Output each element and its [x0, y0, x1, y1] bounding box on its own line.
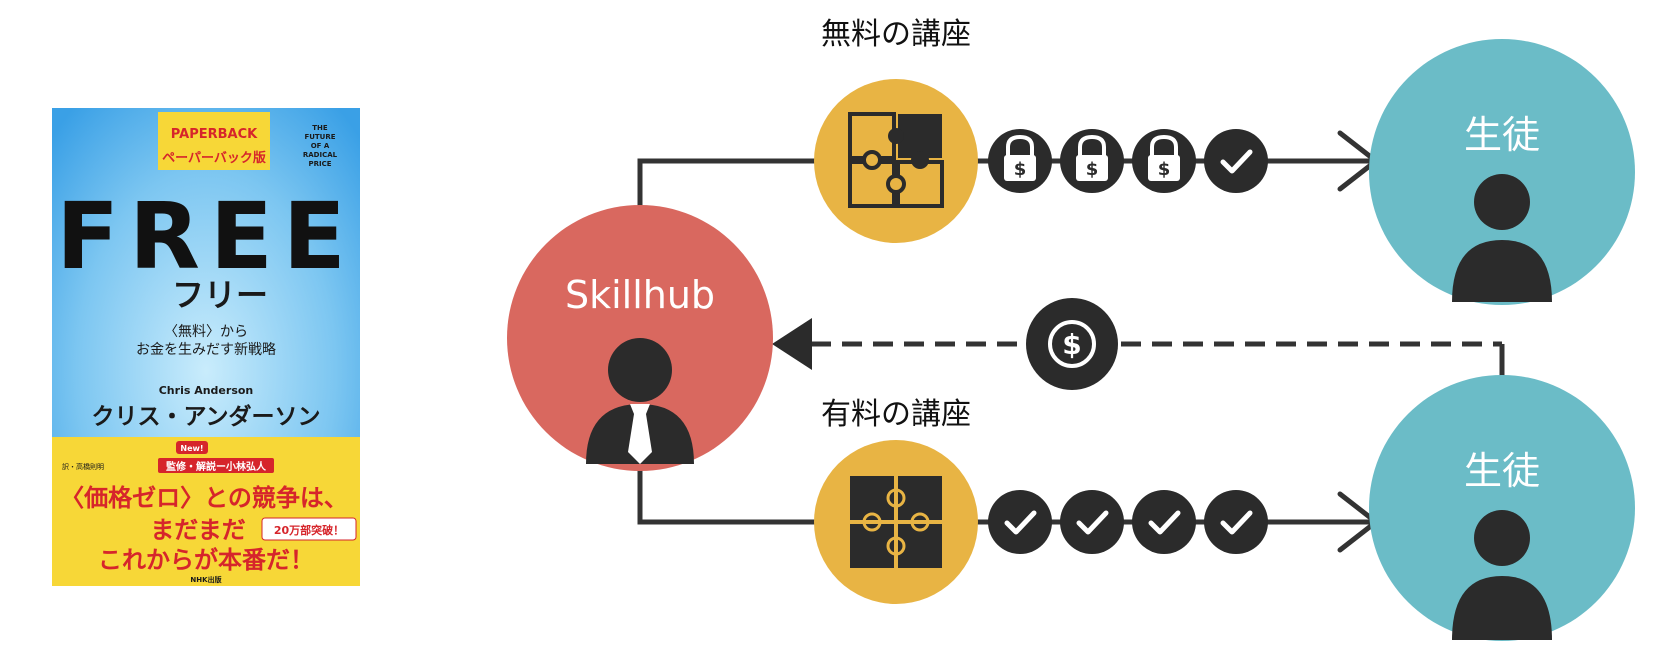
student-label: 生徒 — [1464, 113, 1540, 157]
book-tagline-line1: 〈価格ゼロ〉との競争は、 — [60, 484, 348, 512]
book-side-text-line: OF A — [311, 142, 330, 150]
paid-course-label: 有料の講座 — [821, 397, 971, 432]
book-sales-badge: 20万部突破！ — [274, 523, 344, 537]
book-side-text-line: RADICAL — [303, 151, 338, 159]
book-author-ja: クリス・アンダーソン — [91, 403, 320, 430]
student-label: 生徒 — [1464, 449, 1540, 493]
check-icon — [1132, 490, 1196, 554]
svg-text:$: $ — [1014, 159, 1027, 180]
person-icon — [1452, 510, 1552, 640]
person-icon — [1452, 174, 1552, 302]
book-subtitle-line2: お金を生みだす新戦略 — [136, 342, 276, 358]
check-icon — [1060, 490, 1124, 554]
book-title: FREE — [56, 183, 355, 290]
paid-course-connector — [637, 462, 818, 525]
student-circle — [1369, 375, 1635, 641]
book-badge-top: PAPERBACK — [171, 127, 258, 142]
arrow-left-icon — [772, 318, 812, 370]
free-course-connector — [637, 158, 818, 212]
book-side-text-line: THE — [312, 124, 328, 132]
lock-dollar-icon: $ — [988, 129, 1052, 193]
svg-text:$: $ — [1086, 159, 1099, 180]
student-node-top: 生徒 — [1369, 39, 1635, 305]
book-badge-bottom: ペーパーバック版 — [162, 150, 266, 166]
book-publisher: NHK出版 — [190, 575, 221, 584]
student-circle — [1369, 39, 1635, 305]
dollar-coin-icon: $ — [1026, 298, 1118, 390]
book-subtitle-line1: 〈無料〉から — [164, 324, 248, 340]
free-course-markers: $ $ $ — [988, 129, 1268, 193]
student-node-bottom: 生徒 — [1369, 375, 1635, 641]
provider-node: Skillhub — [507, 205, 773, 471]
book-translator: 訳・高橋則明 — [62, 462, 104, 471]
book-side-text-line: PRICE — [308, 160, 331, 168]
puzzle-icon — [848, 112, 944, 208]
paid-course-markers — [988, 490, 1268, 554]
book-tagline-line3: これからが本番だ！ — [98, 546, 314, 574]
lock-dollar-icon: $ — [1132, 129, 1196, 193]
book-author-en: Chris Anderson — [159, 384, 254, 397]
svg-text:$: $ — [1062, 328, 1081, 361]
book-supervisor: 監修・解説ー小林弘人 — [166, 460, 267, 473]
free-course-label: 無料の講座 — [821, 17, 971, 52]
book-tagline-line2: まだまだ — [150, 516, 246, 544]
check-icon — [1204, 490, 1268, 554]
lock-dollar-icon: $ — [1060, 129, 1124, 193]
book-side-text: THE FUTURE OF A RADICAL PRICE — [303, 124, 338, 168]
puzzle-icon — [850, 476, 942, 568]
book-new-badge: New! — [180, 444, 203, 453]
businessman-icon — [586, 338, 694, 464]
check-icon — [1204, 129, 1268, 193]
book-title-ja: フリー — [172, 276, 268, 314]
book-cover: PAPERBACK ペーパーバック版 THE FUTURE OF A RADIC… — [52, 108, 360, 586]
free-course-node — [814, 79, 978, 243]
paid-course-node — [814, 440, 978, 604]
book-side-text-line: FUTURE — [304, 133, 335, 141]
provider-label: Skillhub — [565, 273, 715, 317]
svg-text:$: $ — [1158, 159, 1171, 180]
check-icon — [988, 490, 1052, 554]
